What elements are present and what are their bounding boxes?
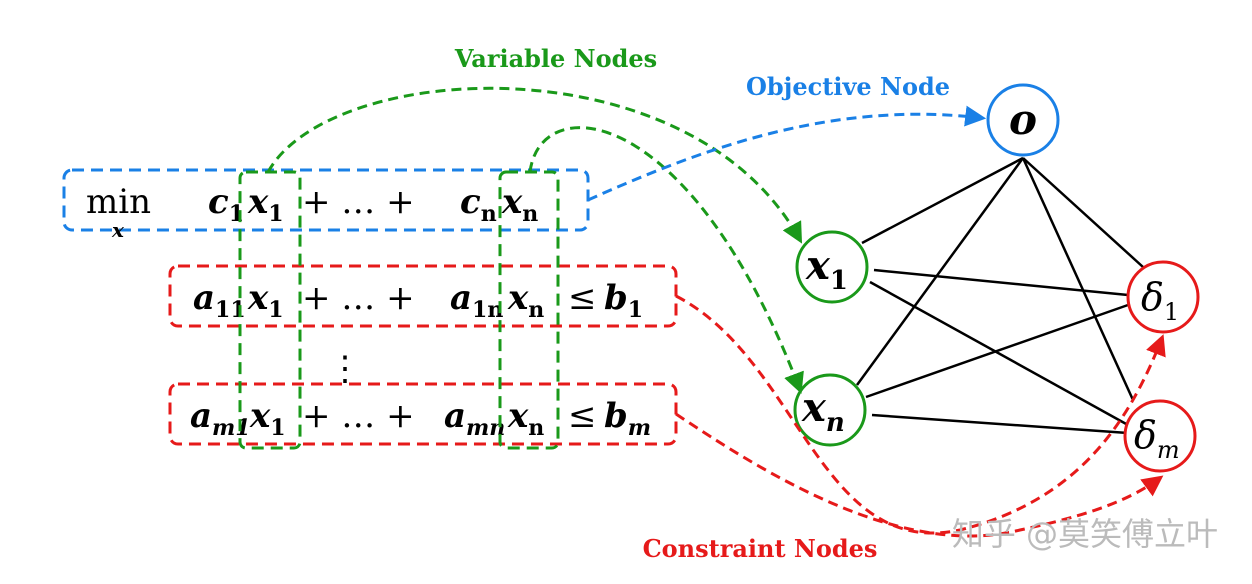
variable-column-x1-box [238, 170, 302, 450]
constraint-node-dm-label: δm [1134, 413, 1180, 464]
objective-expression: min x c1 x1 + … + cn xn [86, 182, 538, 242]
constraint-m-xn: xn [507, 396, 544, 441]
constraint-1-b: b1 [604, 278, 643, 323]
arrow-x1-column-to-node [266, 86, 803, 244]
variable-node-xn-label: xn [801, 384, 845, 438]
objective-node: o [986, 83, 1060, 157]
edge-x1-dm [869, 280, 1129, 427]
variable-column-xn-box [498, 170, 560, 450]
arrow-objective-to-node [587, 105, 987, 202]
variable-node-x1-label: x1 [805, 242, 848, 296]
constraint-1-a: a11 [193, 278, 246, 323]
constraint-m-expression: am1 x1 + … + amn xn ≤ bm [190, 396, 651, 441]
constraint-m-x1: x1 [249, 396, 286, 441]
objective-min: min [86, 182, 151, 222]
watermark: 知乎 @莫笑傅立叶 [952, 515, 1218, 553]
variable-nodes-label: Variable Nodes [454, 44, 657, 73]
variable-node-x1: x1 [795, 230, 869, 304]
constraint-1-x1: x1 [247, 278, 284, 323]
constraint-nodes-label: Constraint Nodes [643, 534, 878, 563]
edge-o-dm [1021, 157, 1135, 401]
objective-mid: + … + [302, 182, 415, 222]
objective-min-sub: x [111, 218, 125, 242]
constraint-1-le: ≤ [568, 278, 597, 318]
objective-node-label-text: Objective Node [746, 72, 950, 101]
constraint-1-mid: + … + [302, 278, 415, 318]
objective-node-label: o [1009, 95, 1037, 144]
constraint-1-box [168, 264, 678, 328]
constraint-1-expression: a11 x1 + … + a1n xn ≤ b1 [193, 278, 643, 323]
constraint-m-an: amn [444, 396, 505, 441]
constraint-node-d1: δ1 [1126, 260, 1200, 334]
edge-o-d1 [1022, 157, 1144, 268]
constraint-m-b: bm [604, 396, 651, 441]
graph-edges [855, 156, 1144, 435]
edge-o-x1 [861, 156, 1024, 245]
constraint-1-xn: xn [507, 278, 544, 323]
constraint-m-a: am1 [190, 396, 251, 441]
objective-x1: x1 [247, 182, 284, 227]
constraint-m-mid: + … + [302, 396, 415, 436]
constraint-node-dm: δm [1123, 399, 1197, 473]
arrow-constraint-1-to-node [675, 294, 1166, 535]
constraint-node-d1-label: δ1 [1141, 275, 1179, 326]
objective-xn: xn [501, 182, 538, 227]
edge-xn-d1 [865, 303, 1129, 399]
objective-cn: cn [460, 182, 497, 227]
constraint-1-an: a1n [450, 278, 503, 323]
edge-xn-dm [871, 413, 1129, 435]
constraint-m-le: ≤ [568, 396, 597, 436]
variable-node-xn: xn [793, 373, 867, 447]
arrow-constraint-m-to-node [675, 412, 1164, 538]
edge-o-xn [855, 157, 1025, 386]
vertical-dots: ⋮ [328, 349, 362, 389]
edge-x1-d1 [873, 268, 1129, 297]
